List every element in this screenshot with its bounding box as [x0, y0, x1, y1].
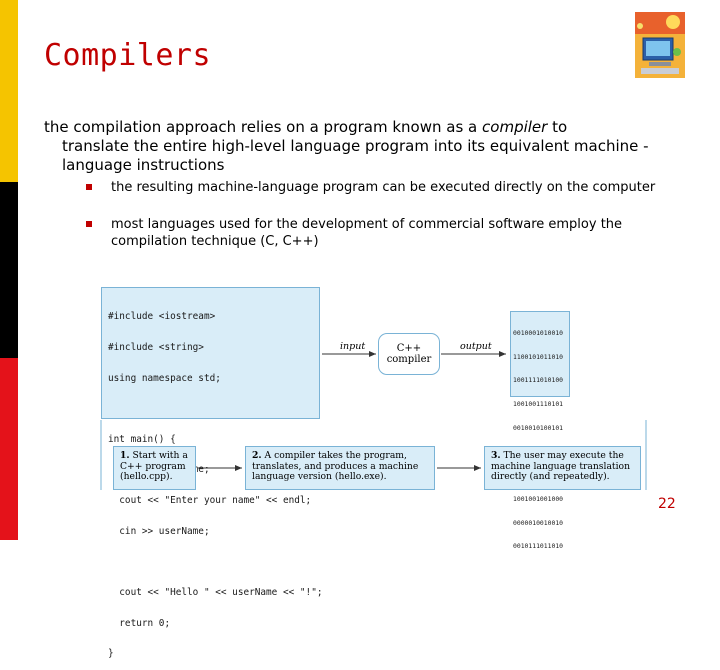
side-bar-red [0, 358, 18, 540]
source-code-box: #include <iostream> #include <string> us… [101, 287, 322, 659]
bullet-text: the resulting machine-language program c… [111, 180, 656, 195]
step-3-box: 3. The user may execute the machine lang… [484, 446, 641, 490]
binary-line: 1001001001000 [513, 494, 564, 503]
intro-text-start: the compilation approach relies on a pro… [44, 118, 478, 136]
side-bar-black [0, 182, 18, 358]
code-line: cout << "Hello " << userName << "!"; [108, 586, 323, 598]
input-label: input [340, 341, 366, 352]
code-line: cin >> userName; [108, 525, 210, 537]
bullet-square-icon [86, 184, 92, 190]
code-line: #include <string> [108, 342, 204, 354]
machine-code-box: 0010001010010 1100101011010 100111101010… [510, 311, 570, 550]
figure-connectors [100, 351, 647, 490]
code-line: #include <iostream> [108, 311, 216, 323]
compiler-line-1: C++ [396, 343, 422, 354]
compiler-box: C++ compiler [378, 333, 440, 375]
code-line [108, 404, 313, 414]
bullet-square-icon [86, 221, 92, 227]
code-line [108, 557, 313, 567]
code-line: return 0; [108, 617, 171, 629]
binary-line: 0010010100101 [513, 423, 564, 432]
compiler-line-2: compiler [386, 354, 432, 365]
computer-clipart-icon [635, 12, 685, 78]
intro-text-to: to [552, 118, 568, 136]
page-number: 22 [658, 496, 676, 512]
binary-line: 0000010010010 [513, 518, 564, 527]
step-2-box: 2. A compiler takes the program, transla… [245, 446, 435, 490]
code-line: int main() { [108, 433, 176, 445]
code-line: } [108, 648, 114, 660]
step-number: 1. [120, 450, 130, 461]
binary-line: 0010001010010 [513, 328, 564, 337]
step-number: 2. [252, 450, 262, 461]
binary-line: 1100101011010 [513, 352, 564, 361]
step-number: 3. [491, 450, 501, 461]
binary-line: 0010111011010 [513, 542, 564, 551]
code-line: using namespace std; [108, 372, 221, 384]
intro-compiler-term: compiler [482, 118, 548, 136]
step-text: The user may execute the machine languag… [491, 450, 631, 482]
intro-text-rest: translate the entire high-level language… [62, 137, 649, 174]
step-1-box: 1. Start with a C++ program (hello.cpp). [113, 446, 196, 490]
intro-paragraph: the compilation approach relies on a pro… [44, 118, 694, 175]
output-label: output [460, 341, 492, 352]
step-text: Start with a C++ program (hello.cpp). [120, 450, 188, 482]
bullet-item: most languages used for the development … [86, 216, 676, 250]
bullet-item: the resulting machine-language program c… [86, 179, 676, 196]
step-text: A compiler takes the program, translates… [252, 450, 419, 482]
bullet-text: most languages used for the development … [111, 217, 623, 249]
side-bar-yellow [0, 0, 18, 182]
slide-title: Compilers [44, 38, 212, 73]
binary-line: 1001111010100 [513, 376, 564, 385]
binary-line: 1001001110101 [513, 399, 564, 408]
code-line: cout << "Enter your name" << endl; [108, 495, 312, 507]
